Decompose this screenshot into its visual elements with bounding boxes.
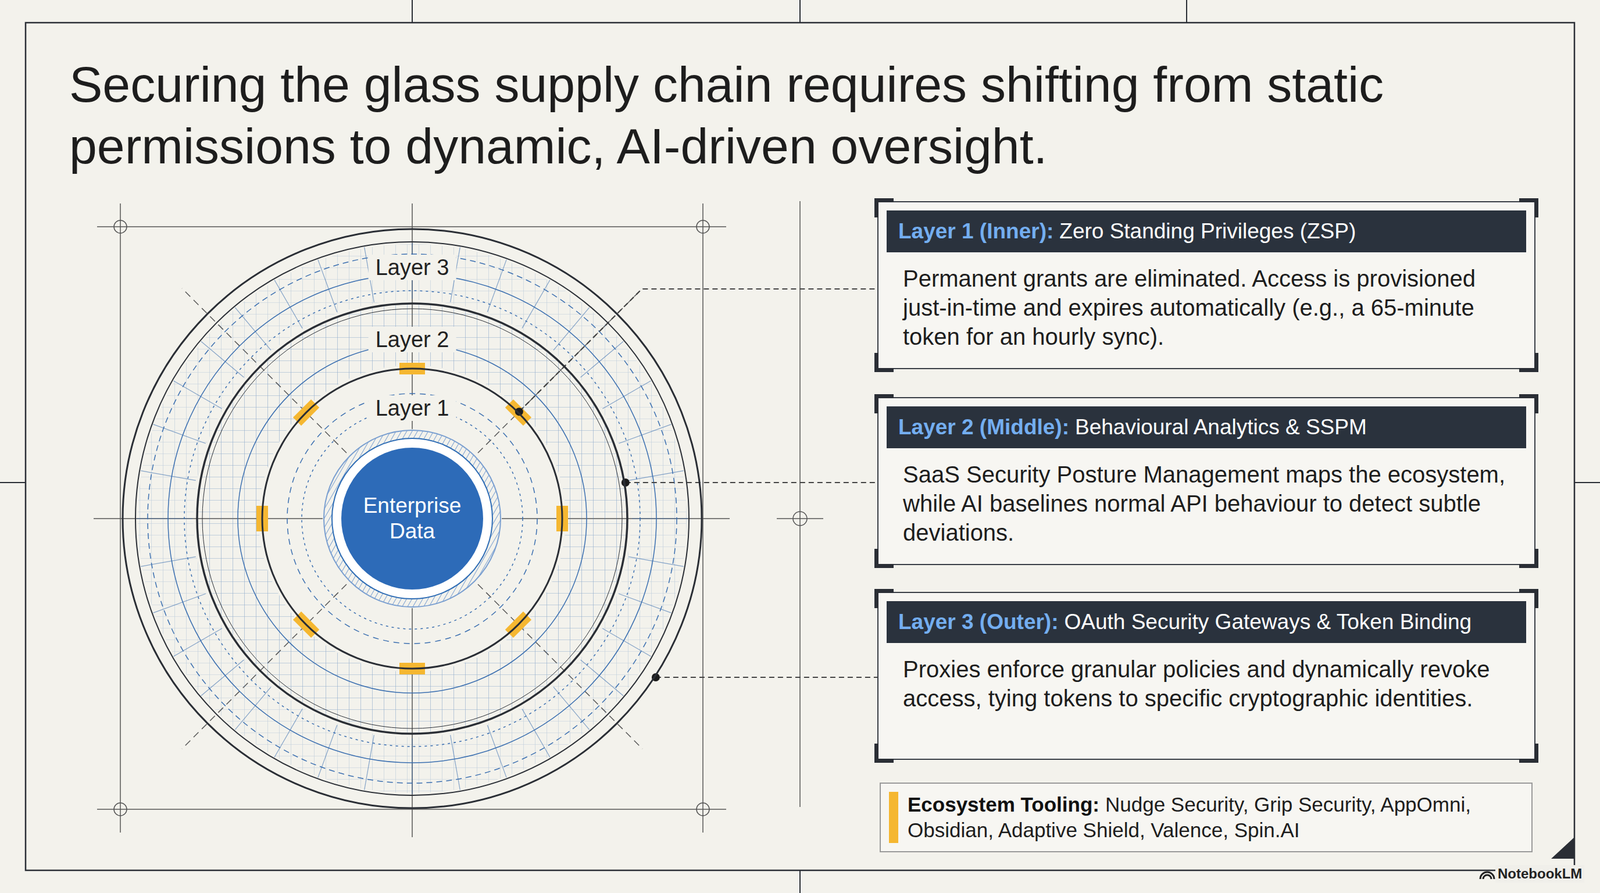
blueprint-circles	[147, 254, 677, 784]
ring-circle	[122, 229, 702, 809]
corner-bracket	[874, 743, 894, 763]
grid-band	[198, 304, 627, 733]
spoke	[618, 593, 671, 613]
ring-label: Layer 2	[368, 326, 457, 353]
spoke	[234, 687, 271, 731]
corner-bracket	[874, 394, 894, 414]
spoke	[411, 738, 413, 795]
heading-layer: Layer 2 (Middle):	[898, 415, 1070, 440]
spoke	[173, 628, 223, 657]
corner-bracket	[874, 548, 894, 569]
spoke	[522, 280, 550, 329]
spoke	[553, 307, 590, 351]
leader-connector	[515, 288, 878, 416]
leader-line	[655, 676, 878, 678]
ring-label: Layer 1	[368, 395, 457, 421]
core-outline	[322, 428, 503, 609]
tooling-heading: Ecosystem Tooling:	[907, 793, 1100, 816]
layer-ring: Layer 1 Enterprise Data	[261, 367, 564, 670]
core-hatch	[323, 430, 501, 607]
layer-panel: Layer 3 (Outer):OAuth Security Gateways …	[877, 591, 1536, 760]
grid-band-outer	[137, 244, 687, 794]
spoke	[487, 259, 507, 313]
corner-bracket	[1519, 352, 1539, 373]
spoke	[173, 380, 223, 409]
leader-connector	[621, 478, 878, 487]
body-text: SaaS Security Posture Management maps th…	[902, 459, 1519, 548]
corner-bracket	[874, 588, 894, 609]
spoke	[274, 280, 303, 329]
spoke	[274, 708, 303, 757]
spoke	[580, 341, 624, 378]
spoke	[364, 734, 375, 791]
core-ring	[331, 438, 493, 599]
ring-circle	[202, 308, 623, 729]
title: Securing the glass supply chain requires…	[69, 53, 1512, 177]
leader-line	[519, 288, 878, 412]
corner-triangle	[1551, 837, 1575, 859]
heading-layer: Layer 3 (Outer):	[898, 609, 1059, 635]
spoke	[618, 424, 671, 444]
spoke	[487, 725, 507, 778]
construction-lines	[93, 201, 824, 838]
spoke	[136, 518, 193, 519]
spoke	[318, 725, 338, 778]
core-label: Enterprise Data	[354, 493, 471, 545]
ring-circle	[197, 303, 628, 734]
core-fill	[341, 447, 484, 590]
spoke	[153, 424, 206, 444]
layer-panel: Layer 2 (Middle):Behavioural Analytics &…	[877, 397, 1536, 566]
spoke	[553, 687, 590, 731]
watermark-icon	[1480, 872, 1495, 880]
heading-title: Behavioural Analytics & SSPM	[1075, 415, 1367, 440]
watermark: NotebookLM	[1495, 865, 1585, 883]
leader-connector	[651, 673, 878, 682]
spoke	[628, 556, 684, 567]
spoke	[201, 341, 245, 378]
corner-bracket	[1519, 588, 1539, 609]
corner-bracket	[1519, 548, 1539, 569]
layer-panel: Layer 1 (Inner):Zero Standing Privileges…	[877, 201, 1536, 370]
ring-circle	[262, 368, 563, 669]
spoke	[153, 593, 206, 613]
spoke	[580, 659, 624, 696]
tooling-text: Ecosystem Tooling:Nudge Security, Grip S…	[907, 791, 1509, 844]
spoke	[522, 708, 550, 757]
spoke	[318, 259, 338, 313]
spoke	[201, 659, 245, 696]
corner-bracket	[1519, 394, 1539, 414]
orange-marks	[256, 362, 569, 675]
corner-bracket	[874, 352, 894, 373]
core-circle: Enterprise Data	[322, 428, 503, 609]
spoke	[628, 470, 684, 481]
radial-spokes	[136, 243, 688, 795]
layer-ring: Layer 2 Layer 1 Enterprise Data	[195, 302, 629, 735]
heading-title: Zero Standing Privileges (ZSP)	[1059, 219, 1356, 244]
spoke	[140, 556, 196, 567]
leader-line	[625, 481, 878, 484]
spoke	[631, 518, 688, 519]
ring-circle	[135, 241, 689, 796]
body-text: Permanent grants are eliminated. Access …	[902, 263, 1519, 352]
corner-bracket	[874, 198, 894, 218]
page-frame	[25, 22, 1575, 871]
heading-bar: Layer 3 (Outer):OAuth Security Gateways …	[886, 601, 1527, 644]
spoke	[602, 628, 651, 657]
spoke	[234, 307, 271, 351]
heading-layer: Layer 1 (Inner):	[898, 219, 1054, 244]
body-text: Proxies enforce granular policies and dy…	[902, 654, 1519, 713]
tooling-box: Ecosystem Tooling:Nudge Security, Grip S…	[879, 782, 1533, 853]
spoke	[450, 734, 461, 791]
layer-ring: Layer 3 Layer 2 Layer 1 Enterprise Data	[121, 227, 703, 810]
accent-bar	[888, 791, 899, 844]
corner-bracket	[1519, 198, 1539, 218]
heading-bar: Layer 1 (Inner):Zero Standing Privileges…	[886, 210, 1527, 253]
spoke	[602, 380, 651, 409]
heading-title: OAuth Security Gateways & Token Binding	[1064, 609, 1473, 635]
ring-label: Layer 3	[368, 254, 457, 281]
spoke	[140, 470, 196, 481]
heading-bar: Layer 2 (Middle):Behavioural Analytics &…	[886, 406, 1527, 449]
corner-bracket	[1519, 743, 1539, 763]
